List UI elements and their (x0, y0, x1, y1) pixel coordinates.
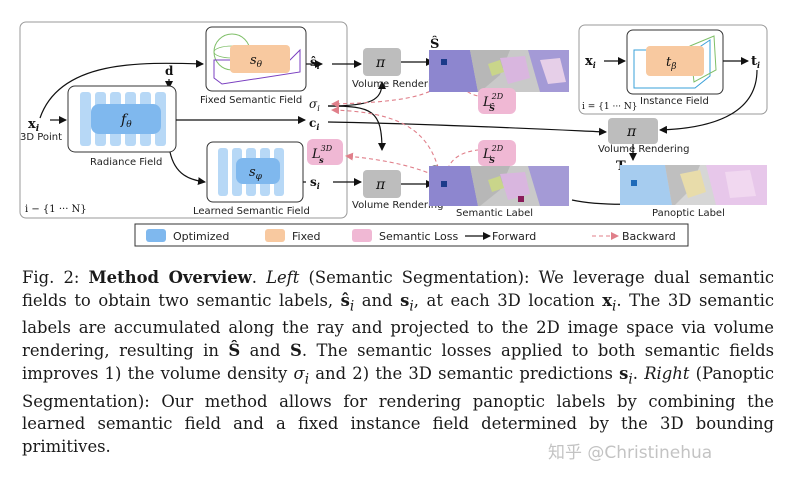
instance-output-t: ti (751, 54, 760, 70)
output-sigma: σi (309, 97, 320, 113)
render-caption-bottom: Volume Rendering (352, 200, 443, 211)
radiance-core (91, 104, 161, 134)
output-color: ci (309, 116, 319, 132)
panoptic-region-car (680, 170, 706, 198)
loss-2d-hat-badge (478, 88, 516, 114)
method-overview-figure: i − {1 ··· N} xi 3D Point d fθ Radiance … (19, 21, 768, 247)
image-label-s-hat: Ŝ (430, 35, 439, 52)
s-region-object (488, 176, 504, 192)
radiance-field-caption: Radiance Field (90, 157, 162, 168)
learned-layer-1 (218, 148, 228, 196)
left-renderers: π Volume Rendering π Volume Rendering (327, 48, 607, 211)
loss-2d-badge (478, 140, 516, 166)
instance-field-func: tβ (666, 55, 676, 72)
render-symbol-right: π (626, 124, 637, 140)
caption-right-label: Right (644, 363, 690, 383)
view-direction-symbol: d (165, 64, 174, 78)
arrow-color-to-right-render (327, 121, 607, 136)
legend-swatch-fixed (265, 229, 285, 242)
left-panel: i − {1 ··· N} xi 3D Point d fθ Radiance … (19, 21, 348, 219)
s-hat-region-building (500, 56, 530, 84)
panoptic-label-caption: Panoptic Label (652, 208, 725, 219)
legend-swatch-optimized (146, 229, 166, 242)
volume-render-node-bottom (363, 170, 401, 198)
right-loop-label: i = {1 ··· N} (582, 102, 638, 112)
fixed-semantic-func: sθ (250, 53, 263, 70)
fixed-semantic-caption: Fixed Semantic Field (200, 95, 302, 106)
instance-field-caption: Instance Field (640, 96, 709, 107)
legend-swatch-semantic-loss (352, 229, 372, 242)
arrow-t-to-render (659, 69, 758, 134)
s-hat-region-vegetation (540, 58, 566, 84)
right-input-point: xi (585, 54, 596, 70)
legend-label-semantic-loss: Semantic Loss (379, 230, 458, 243)
output-s-hat: ŝi (310, 55, 320, 71)
left-loop-label: i − {1 ··· N} (25, 204, 87, 215)
s-hat-region-object (488, 60, 504, 76)
legend-label-forward: Forward (492, 230, 536, 243)
render-caption-right: Volume Rendering (598, 144, 689, 155)
input-point-symbol: xi (28, 117, 40, 134)
arrow-x-to-fixed (39, 59, 204, 119)
legend-label-backward: Backward (622, 230, 676, 243)
learned-semantic-func: sφ (249, 165, 263, 182)
watermark: 知乎 @Christinehua (548, 443, 713, 463)
legend-label-fixed: Fixed (292, 230, 321, 243)
panoptic-sample-pixel (631, 180, 637, 186)
backward-from-shat (331, 69, 446, 108)
volume-render-node-right (608, 118, 658, 144)
panoptic-region-vegetation (725, 170, 756, 198)
legend: Optimized Fixed Semantic Loss Forward Ba… (134, 223, 689, 247)
right-panel: i = {1 ··· N} xi tβ Instance Field ti (578, 24, 768, 134)
instance-core (646, 46, 704, 76)
figure-caption: Fig. 2: Method Overview. Left (Semantic … (22, 268, 775, 456)
render-symbol-top: π (375, 55, 386, 71)
arrow-sigma-to-render-top (327, 81, 386, 107)
panoptic-output: π Volume Rendering T Panoptic Label (571, 118, 767, 219)
caption-title: Method Overview (88, 268, 252, 287)
s-region-sky (528, 166, 569, 206)
volume-render-node-top (363, 48, 401, 76)
panoptic-region-road (620, 165, 672, 205)
loss-3d-badge (307, 139, 343, 165)
s-hat-region-road (429, 50, 478, 92)
render-symbol-bottom: π (375, 177, 386, 193)
caption-left-label: Left (266, 268, 300, 287)
semantic-label-caption: Semantic Label (456, 208, 533, 219)
input-point-caption: 3D Point (20, 132, 62, 143)
arrow-radiance-to-learned (169, 151, 206, 186)
backward-from-s-to-sigma (331, 106, 441, 176)
legend-label-optimized: Optimized (173, 230, 229, 243)
learned-semantic-core (236, 158, 280, 184)
render-caption-top: Volume Rendering (352, 79, 443, 90)
s-region-building (500, 172, 530, 200)
fixed-semantic-core (230, 45, 290, 73)
caption-fig-number: Fig. 2: (22, 268, 80, 287)
radiance-layer-1 (80, 92, 91, 146)
s-hat-sample-pixel (441, 59, 447, 65)
output-s: si (310, 175, 320, 191)
s-region-road (429, 166, 478, 206)
radiance-field-func: fθ (120, 112, 132, 130)
s-sample-pixel (441, 181, 447, 187)
s-marked-pixel (518, 196, 524, 202)
learned-semantic-caption: Learned Semantic Field (193, 206, 310, 217)
